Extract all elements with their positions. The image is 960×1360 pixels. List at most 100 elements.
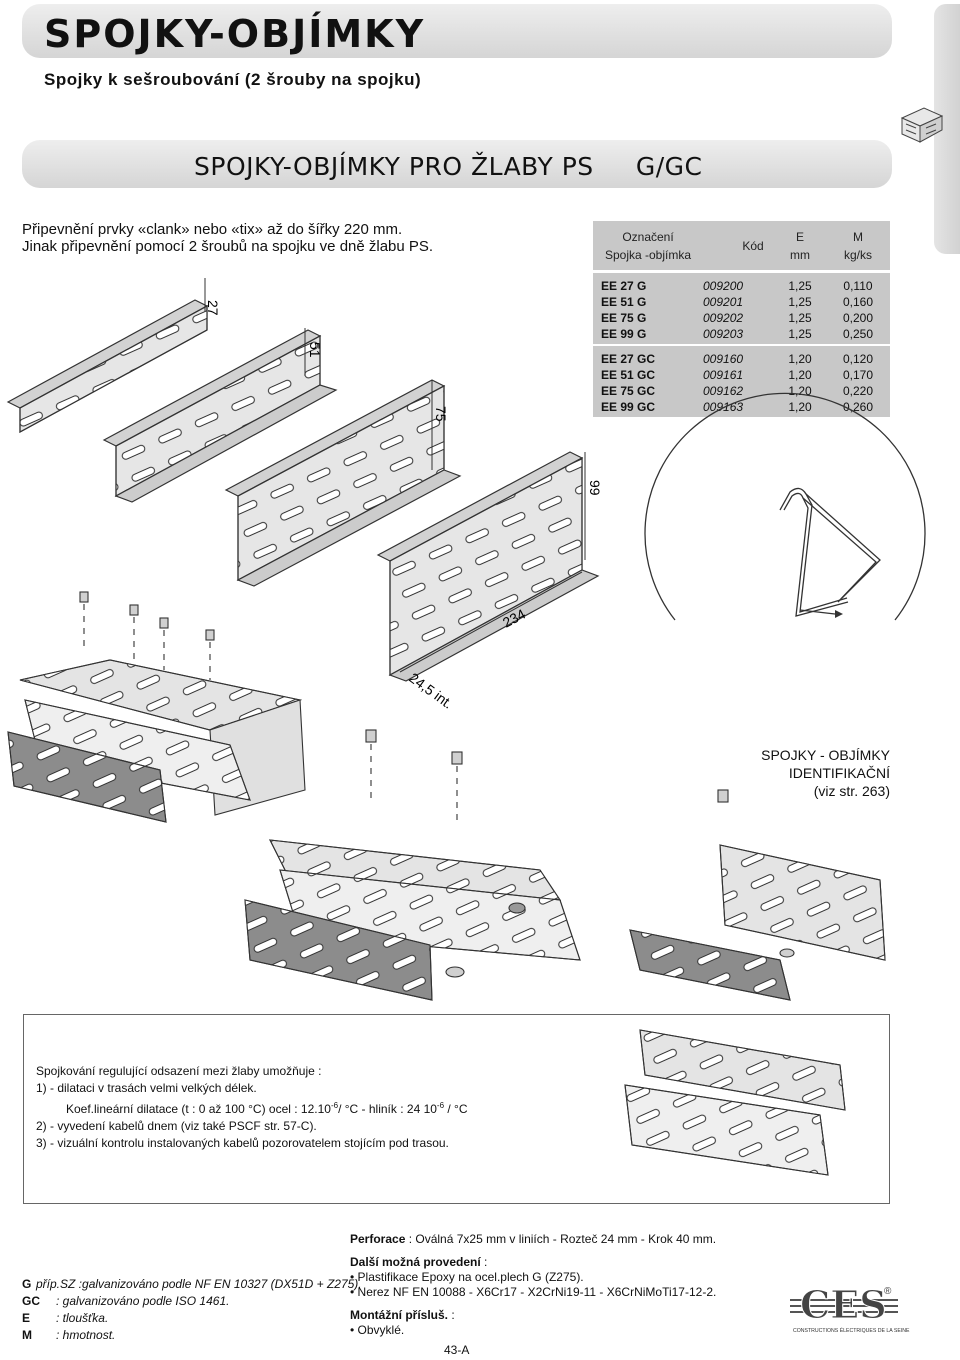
table-header: Označení Spojka -objímka Kód E mm M kg/k… <box>593 221 890 270</box>
identification-line: (viz str. 263) <box>813 783 890 799</box>
header-e: E mm <box>780 221 820 270</box>
cell-m: 0,170 <box>842 368 874 382</box>
dimension-lines <box>204 278 586 673</box>
legend-row: GC: galvanizováno podle ISO 1461. <box>22 1293 362 1310</box>
dimension-axis: 24,5 int. <box>406 669 456 711</box>
page-number: 43-A <box>444 1343 470 1357</box>
header-text: M <box>853 229 863 244</box>
identification-line: SPOJKY - OBJÍMKY IDENTIFIKAČNÍ <box>761 747 890 781</box>
cell-e: 1,25 <box>788 327 812 341</box>
cell-m: 0,110 <box>843 279 873 293</box>
cell-designation: EE 75 G <box>601 311 647 325</box>
cell-m: 0,120 <box>842 352 874 366</box>
cell-m: 0,220 <box>842 384 874 398</box>
note-line: Spojkování regulující odsazení mezi žlab… <box>36 1064 322 1078</box>
table-row: EE 51 GC 009161 1,20 0,170 <box>593 367 890 383</box>
dimension-27: 27 <box>205 300 221 316</box>
intro-line: Připevnění prvky «clank» nebo «tix» až d… <box>22 221 403 238</box>
cell-code: 009160 <box>703 352 744 366</box>
finish-text: : <box>448 1308 455 1322</box>
legend-key: G <box>22 1277 32 1291</box>
note-line: 2) - vyvedení kabelů dnem (viz také PSCF… <box>36 1119 317 1133</box>
dimension-51: 51 <box>307 342 323 358</box>
page-title: SPOJKY-OBJÍMKY <box>44 12 426 56</box>
header-text: Kód <box>742 238 764 253</box>
section-bar <box>22 140 892 188</box>
coupler-ee99 <box>376 451 600 682</box>
header-designation: Označení Spojka -objímka <box>593 221 703 270</box>
table-row: EE 75 GC 009162 1,20 0,220 <box>593 383 890 399</box>
note-fragment: / °C <box>444 1102 468 1116</box>
table-row: EE 99 G 009203 1,25 0,250 <box>593 326 890 342</box>
perforace-line: Perforace : Oválná 7x25 mm v liniích - R… <box>350 1232 716 1247</box>
legend-text: : galvanizováno podle ISO 1461. <box>56 1294 230 1308</box>
cell-designation: EE 27 GC <box>601 352 656 366</box>
cell-m: 0,250 <box>842 327 874 341</box>
cell-designation: EE 51 GC <box>601 368 656 382</box>
table-row: EE 51 G 009201 1,25 0,160 <box>593 294 890 310</box>
finish-item: • Nerez NF EN 10088 - X6Cr17 - X2CrNi19-… <box>350 1285 717 1299</box>
intro-text: Připevnění prvky «clank» nebo «tix» až d… <box>22 221 433 255</box>
table-group-gc: EE 27 GC 009160 1,20 0,120 EE 51 GC 0091… <box>593 346 890 417</box>
finish-label: Perforace <box>350 1232 406 1246</box>
legend-row: M : hmotnost. <box>22 1327 362 1344</box>
cell-code: 009201 <box>703 295 744 309</box>
note-exponent: -6 <box>330 1101 339 1110</box>
header-text: mm <box>790 247 810 262</box>
cell-code: 009161 <box>703 368 744 382</box>
header-code: Kód <box>713 221 793 270</box>
intro-line: Jinak připevnění pomocí 2 šroubů na spoj… <box>22 238 434 255</box>
page-subtitle: Spojky k sešroubování (2 šrouby na spojk… <box>44 70 422 89</box>
cell-m: 0,160 <box>842 295 874 309</box>
title-bar <box>22 4 892 58</box>
finish-label: Montážní přísluš. <box>350 1308 449 1322</box>
cell-code: 009203 <box>703 327 744 341</box>
legend-key: M <box>22 1328 32 1342</box>
cell-e: 1,25 <box>788 279 812 293</box>
assembly-drawing-2 <box>244 839 581 1001</box>
assembly-drawing-3 <box>629 789 886 1001</box>
assembly-drawing-4 <box>624 1029 846 1176</box>
header-text: kg/ks <box>843 247 872 262</box>
coupler-ee27 <box>6 299 209 434</box>
cell-e: 1,20 <box>788 352 812 366</box>
note-line-dilatation: Koef.lineární dilatace (t : 0 až 100 °C)… <box>36 1097 468 1118</box>
legend-text: příp.SZ :galvanizováno podle NF EN 10327… <box>36 1277 362 1291</box>
table-row: EE 27 G 009200 1,25 0,110 <box>593 278 890 294</box>
cell-designation: EE 99 G <box>601 327 647 341</box>
finish-text: : Oválná 7x25 mm v liniích - Rozteč 24 m… <box>405 1232 717 1246</box>
cell-code: 009202 <box>703 311 744 325</box>
note-box: Spojkování regulující odsazení mezi žlab… <box>23 1014 890 1204</box>
identification-note: SPOJKY - OBJÍMKY IDENTIFIKAČNÍ (viz str.… <box>680 746 890 800</box>
header-m: M kg/ks <box>833 221 883 270</box>
table-row: EE 75 G 009202 1,25 0,200 <box>593 310 890 326</box>
cell-e: 1,20 <box>788 400 812 414</box>
cell-designation: EE 51 G <box>601 295 647 309</box>
note-line: 3) - vizuální kontrolu instalovaných kab… <box>36 1136 449 1150</box>
note-line: 1) - dilataci v trasách velmi velkých dé… <box>36 1081 257 1095</box>
dimension-99: 99 <box>587 480 603 496</box>
legend-text: : hmotnost. <box>56 1328 116 1342</box>
cell-designation: EE 27 G <box>601 279 647 293</box>
header-text: Spojka -objímka <box>604 247 692 262</box>
finish-info: Perforace : Oválná 7x25 mm v liniích - R… <box>350 1232 716 1338</box>
cell-m: 0,200 <box>842 311 874 325</box>
note-fragment: / °C - hliník : 24 10 <box>338 1102 437 1116</box>
cell-code: 009200 <box>703 279 744 293</box>
coupler-ee75 <box>224 379 462 587</box>
legend-row: E: tloušťka. <box>22 1310 362 1327</box>
cell-designation: EE 99 GC <box>601 400 656 414</box>
coupler-profile-view <box>644 392 926 621</box>
header-text: E <box>795 229 804 244</box>
dimension-75: 75 <box>433 406 449 422</box>
finish-label: Další možná provedení <box>350 1255 481 1269</box>
table-group-g: EE 27 G 009200 1,25 0,110 EE 51 G 009201… <box>593 273 890 344</box>
note-fragment: Koef.lineární dilatace (t : 0 až 100 °C)… <box>66 1102 331 1116</box>
cell-code: 009162 <box>703 384 744 398</box>
table-row: EE 99 GC 009163 1,20 0,260 <box>593 399 890 415</box>
dalsi-heading: Další možná provedení : <box>350 1255 716 1270</box>
finish-item: • Obvyklé. <box>350 1323 405 1337</box>
